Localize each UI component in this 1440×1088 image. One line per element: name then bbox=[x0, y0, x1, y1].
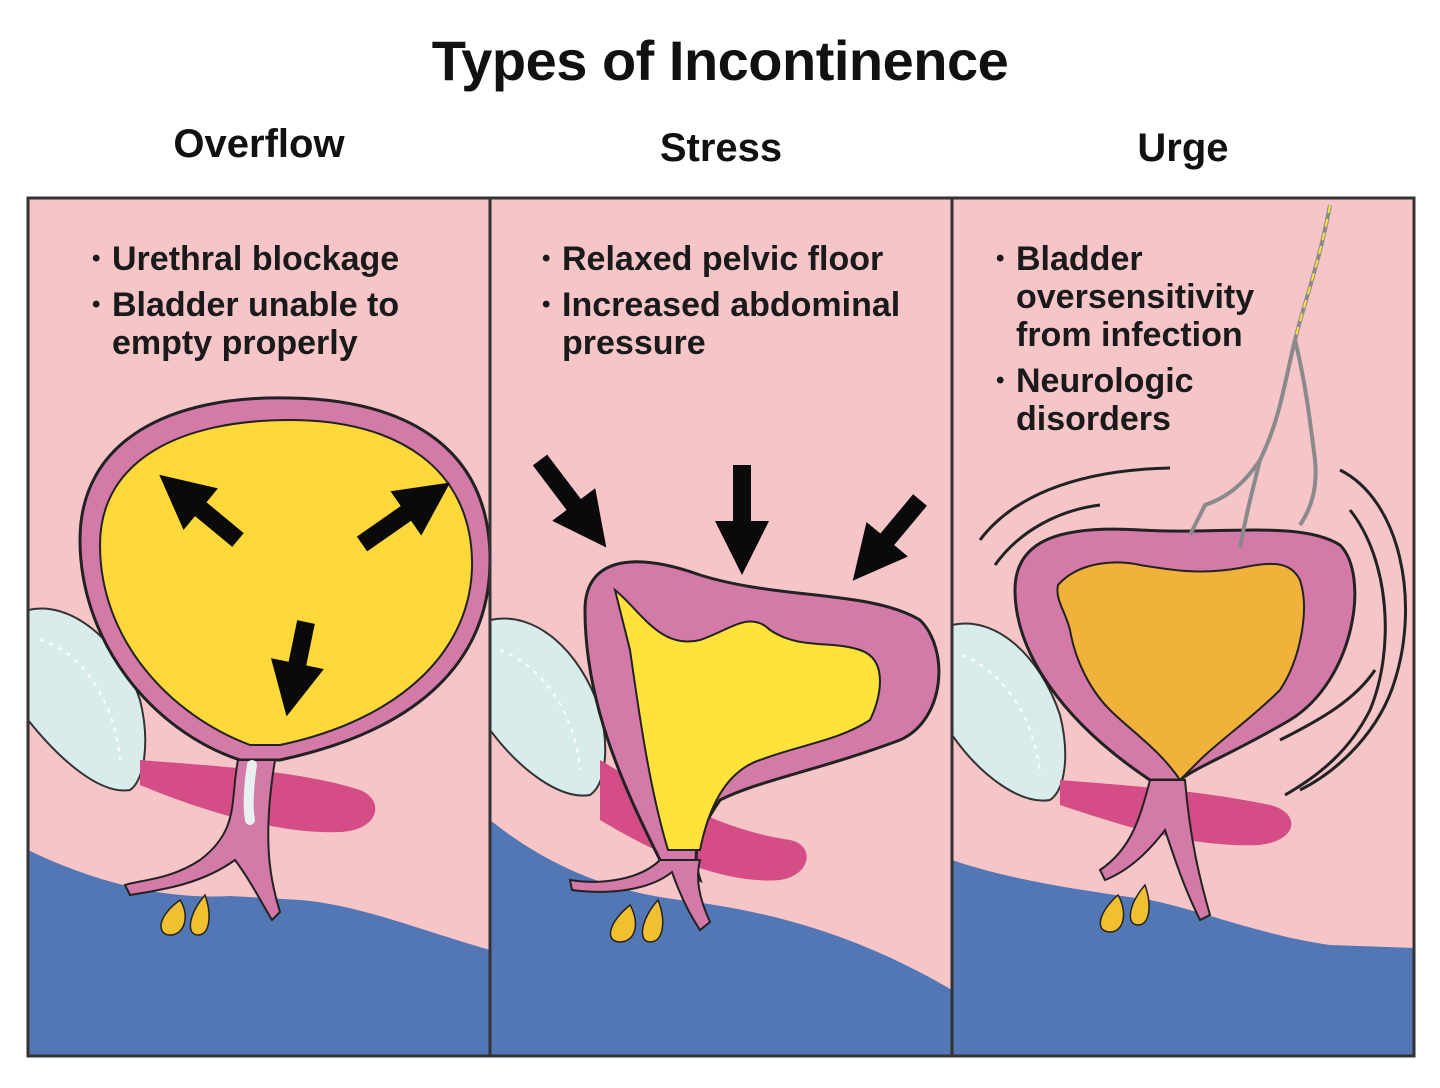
diagram-frame bbox=[26, 196, 1416, 1058]
nerve-icon bbox=[1238, 459, 1262, 549]
nerve-icon bbox=[1293, 339, 1318, 527]
stress-causes-list: Relaxed pelvic floor Increased abdominal… bbox=[542, 240, 942, 370]
spasm-line bbox=[1284, 509, 1387, 797]
bladder-urine bbox=[1056, 561, 1305, 782]
urge-cause: Neurologic disorders bbox=[996, 362, 1296, 438]
droplet-icon bbox=[609, 903, 637, 943]
pelvic-floor bbox=[490, 820, 952, 1056]
droplet-icon bbox=[160, 898, 186, 936]
pelvic-floor bbox=[952, 860, 1414, 1056]
panel-title-urge: Urge bbox=[1137, 126, 1229, 170]
urge-cause: Bladder oversensitivity from infection bbox=[996, 240, 1296, 354]
pressure-arrow-icon bbox=[159, 474, 244, 547]
pressure-arrow-icon bbox=[270, 620, 324, 717]
spasm-line bbox=[978, 466, 1171, 541]
pelvic-floor bbox=[28, 850, 490, 1056]
bladder-urine bbox=[613, 587, 881, 851]
overflow-causes-list: Urethral blockage Bladder unable to empt… bbox=[92, 240, 462, 370]
overflow-cause: Urethral blockage bbox=[92, 240, 462, 278]
droplet-icon bbox=[189, 893, 210, 936]
stress-cause: Relaxed pelvic floor bbox=[542, 240, 942, 278]
panel-title-stress: Stress bbox=[659, 126, 783, 170]
spasm-line bbox=[1299, 468, 1407, 792]
stress-cause: Increased abdominal pressure bbox=[542, 286, 942, 362]
droplet-icon bbox=[1129, 883, 1150, 926]
spasm-line bbox=[993, 503, 1101, 566]
droplet-icon bbox=[1099, 893, 1125, 933]
urethra bbox=[123, 759, 282, 922]
pubic-bone bbox=[490, 617, 607, 797]
panel-title-overflow: Overflow bbox=[173, 122, 345, 166]
diagram-title: Types of Incontinence bbox=[431, 29, 1009, 92]
urethra bbox=[1098, 779, 1212, 922]
droplet-icon bbox=[641, 898, 664, 943]
overflow-cause: Bladder unable to empty properly bbox=[92, 286, 462, 362]
pressure-arrow-icon bbox=[356, 482, 451, 552]
urethra bbox=[568, 859, 712, 932]
spasm-line bbox=[1279, 669, 1377, 742]
pressure-arrow-icon bbox=[852, 494, 927, 581]
pressure-arrow-icon bbox=[532, 454, 607, 548]
urge-causes-list: Bladder oversensitivity from infection N… bbox=[996, 240, 1296, 446]
